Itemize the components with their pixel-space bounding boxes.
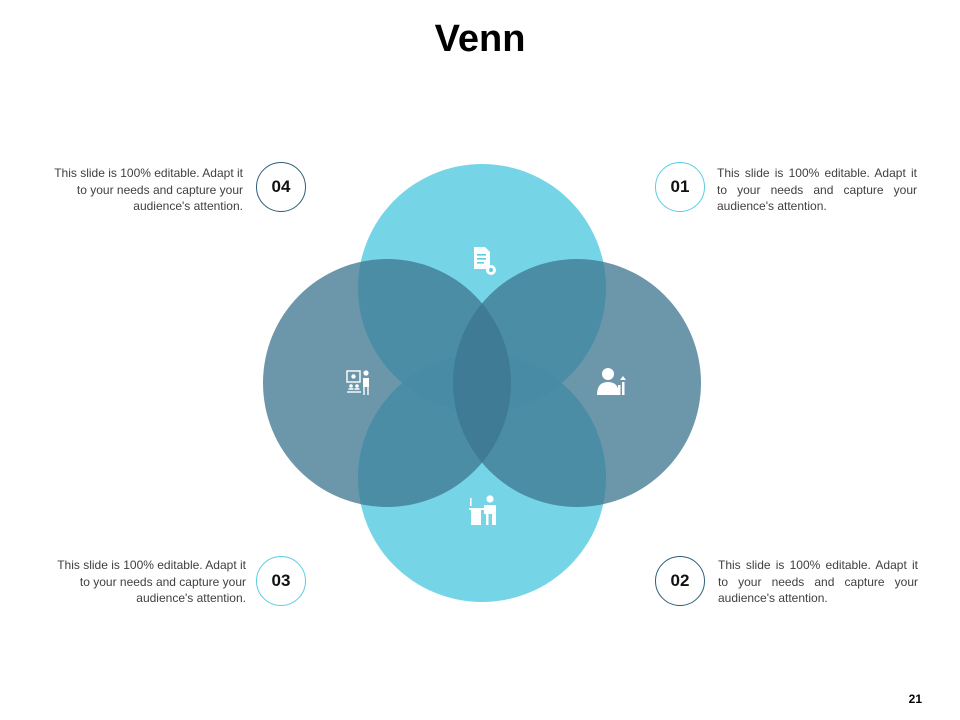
description-02: This slide is 100% editable. Adapt it to… bbox=[718, 558, 918, 605]
badge-03: 03 bbox=[256, 556, 306, 606]
document-gear-icon bbox=[474, 247, 496, 275]
description-04: This slide is 100% editable. Adapt it to… bbox=[54, 166, 243, 213]
person-at-desk-icon bbox=[469, 495, 496, 525]
badge-04: 04 bbox=[256, 162, 306, 212]
venn-circle-left bbox=[263, 259, 511, 507]
description-01: This slide is 100% editable. Adapt it to… bbox=[717, 166, 917, 213]
badge-02: 02 bbox=[655, 556, 705, 606]
user-chart-icon bbox=[597, 368, 626, 395]
badge-01: 01 bbox=[655, 162, 705, 212]
page-number: 21 bbox=[908, 692, 922, 706]
presentation-icon bbox=[346, 370, 369, 395]
description-03: This slide is 100% editable. Adapt it to… bbox=[57, 558, 246, 605]
slide-title: Venn bbox=[434, 18, 526, 60]
venn-circle-right bbox=[453, 259, 701, 507]
